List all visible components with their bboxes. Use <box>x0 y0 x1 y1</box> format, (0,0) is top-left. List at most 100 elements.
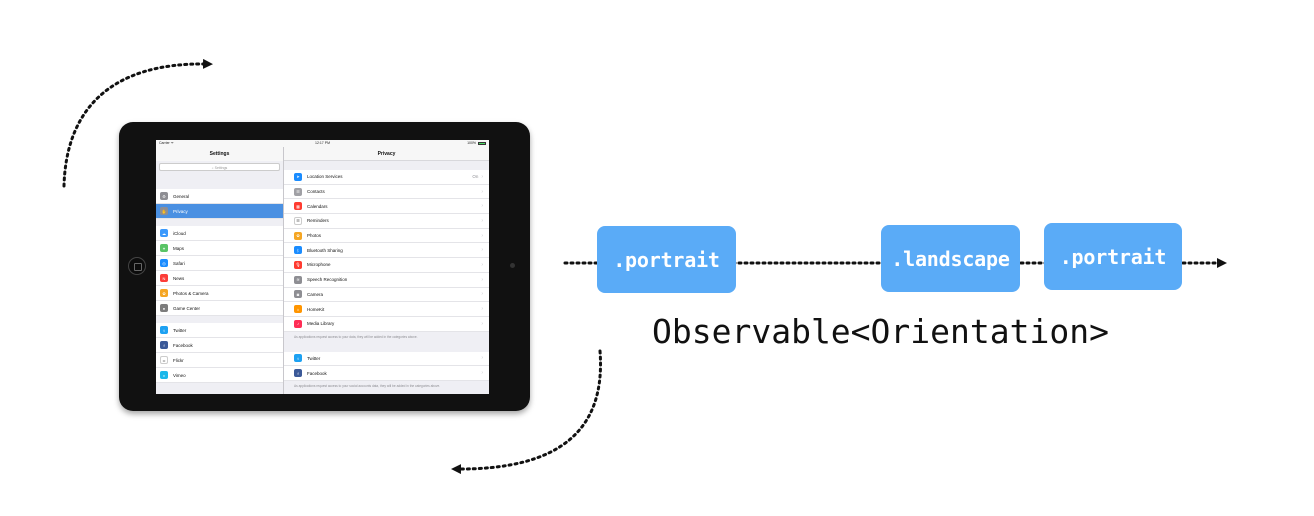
ipad-device: Carrier ᯤ 12:17 PM 100% Settings ⌕ Setti… <box>119 122 530 411</box>
front-camera <box>510 263 515 268</box>
settings-item-label: Photos & Camera <box>173 290 209 296</box>
flower-icon: ✿ <box>160 289 168 297</box>
status-bar: Carrier ᯤ 12:17 PM 100% <box>156 140 489 147</box>
privacy-item-contacts[interactable]: ☰ Contacts › <box>284 185 489 200</box>
news-icon: N <box>160 274 168 282</box>
rotation-arrow-bottom <box>451 349 603 475</box>
observable-type-label: Observable<Orientation> <box>652 312 1109 351</box>
settings-title: Settings <box>156 147 283 161</box>
chevron-right-icon: › <box>481 370 483 377</box>
settings-item-label: General <box>173 193 190 199</box>
chevron-right-icon: › <box>481 306 483 313</box>
compass-icon: ◎ <box>160 259 168 267</box>
privacy-item-label: Twitter <box>307 355 321 361</box>
privacy-item-twitter[interactable]: t Twitter › <box>284 352 489 367</box>
facebook-icon: f <box>294 369 302 378</box>
privacy-item-photos[interactable]: ✿Photos› <box>284 229 489 244</box>
privacy-title: Privacy <box>284 147 489 161</box>
list-icon: ☰ <box>294 216 302 225</box>
privacy-item-media-library[interactable]: ♪ Media Library › <box>284 317 489 332</box>
calendar-icon: ▦ <box>294 202 302 211</box>
flower-icon: ✿ <box>294 231 302 240</box>
bubbles-icon: ● <box>160 304 168 312</box>
privacy-item-facebook[interactable]: f Facebook › <box>284 366 489 381</box>
gear-icon: ⚙ <box>160 192 168 200</box>
settings-item-label: Facebook <box>173 342 193 348</box>
privacy-item-calendars[interactable]: ▦Calendars› <box>284 199 489 215</box>
chevron-right-icon: › <box>481 276 483 283</box>
waveform-icon: ≋ <box>294 275 302 284</box>
battery-label: 100% <box>467 141 477 145</box>
settings-item-maps[interactable]: ⌖ Maps <box>156 241 283 256</box>
privacy-group: t Twitter › f Facebook › <box>284 351 489 381</box>
rotation-arrow-top <box>62 58 213 188</box>
settings-item-facebook[interactable]: f Facebook <box>156 338 283 353</box>
privacy-item-label: Facebook <box>307 370 327 376</box>
settings-item-flickr[interactable]: •• Flickr <box>156 353 283 368</box>
contacts-icon: ☰ <box>294 187 302 196</box>
settings-item-game-center[interactable]: ● Game Center <box>156 301 283 316</box>
chevron-right-icon: › <box>481 261 483 268</box>
camera-icon: ◙ <box>294 290 302 299</box>
privacy-item-speech-recognition[interactable]: ≋ Speech Recognition › <box>284 273 489 288</box>
settings-item-label: News <box>173 275 185 281</box>
settings-item-label: Privacy <box>173 208 188 214</box>
settings-master-pane: Settings ⌕ Settings ⚙ General ✋ Privacy ☁ iCl… <box>156 147 284 394</box>
settings-item-label: Maps <box>173 245 185 251</box>
settings-search-input[interactable]: ⌕ Settings <box>159 163 280 171</box>
settings-group: ⚙ General ✋ Privacy <box>156 189 283 219</box>
home-button <box>128 257 146 275</box>
microphone-icon: 🎙 <box>294 260 302 269</box>
chevron-right-icon: › <box>481 232 483 239</box>
settings-item-label: Game Center <box>173 305 201 311</box>
settings-item-icloud[interactable]: ☁ iCloud <box>156 226 283 241</box>
settings-item-photos-camera[interactable]: ✿ Photos & Camera <box>156 286 283 301</box>
settings-item-general[interactable]: ⚙ General <box>156 189 283 204</box>
flickr-icon: •• <box>160 356 168 364</box>
privacy-item-label: Bluetooth Sharing <box>307 247 343 253</box>
chevron-right-icon: › <box>481 355 483 362</box>
settings-item-news[interactable]: N News <box>156 271 283 286</box>
privacy-item-label: Speech Recognition <box>307 277 348 283</box>
privacy-item-label: Contacts <box>307 189 325 195</box>
privacy-item-label: Microphone <box>307 262 331 268</box>
chevron-right-icon: › <box>481 320 483 327</box>
battery-icon <box>478 141 486 145</box>
location-arrow-icon: ➤ <box>294 172 302 181</box>
settings-item-label: iCloud <box>173 230 186 236</box>
event-portrait-1: .portrait <box>597 226 736 293</box>
privacy-item-value: On <box>472 174 479 180</box>
privacy-item-microphone[interactable]: 🎙 Microphone › <box>284 258 489 273</box>
privacy-item-label: Camera <box>307 291 324 297</box>
privacy-item-homekit[interactable]: ⌂ HomeKit › <box>284 302 489 317</box>
privacy-item-label: HomeKit <box>307 306 325 312</box>
settings-item-privacy[interactable]: ✋ Privacy <box>156 204 283 219</box>
battery-indicator: 100% <box>467 140 486 147</box>
carrier-label: Carrier ᯤ <box>159 141 174 145</box>
status-time: 12:17 PM <box>315 141 330 145</box>
settings-item-safari[interactable]: ◎Safari <box>156 256 283 271</box>
facebook-icon: f <box>160 341 168 349</box>
settings-item-label: Flickr <box>173 357 184 363</box>
map-icon: ⌖ <box>160 244 168 252</box>
music-icon: ♪ <box>294 319 302 328</box>
home-icon: ⌂ <box>294 305 302 314</box>
twitter-icon: t <box>294 354 302 363</box>
cloud-icon: ☁ <box>160 229 168 237</box>
privacy-item-label: Media Library <box>307 321 335 327</box>
privacy-item-camera[interactable]: ◙Camera› <box>284 288 489 303</box>
privacy-item-reminders[interactable]: ☰Reminders› <box>284 214 489 229</box>
hand-icon: ✋ <box>160 207 168 215</box>
chevron-right-icon: › <box>481 188 483 195</box>
settings-item-label: Vimeo <box>173 372 186 378</box>
